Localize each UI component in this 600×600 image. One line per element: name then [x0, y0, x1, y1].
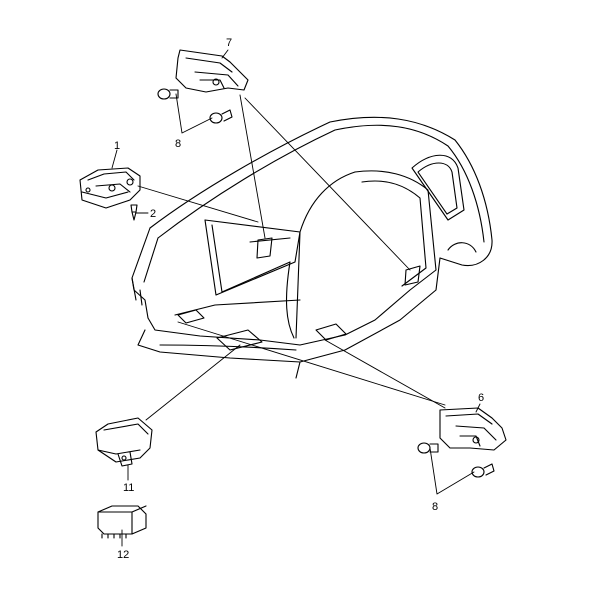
callout-2: 2	[150, 208, 156, 220]
callout-11: 11	[123, 482, 134, 494]
sensor-module-part-11	[95, 417, 153, 467]
front-sensor-mount-pad	[256, 237, 273, 259]
rear-sensor-mount-pad	[404, 265, 421, 286]
callout-6: 6	[478, 392, 484, 404]
bolt-part-8-top-a	[157, 88, 179, 100]
screw-part-2	[130, 204, 138, 221]
callout-7: 7	[226, 37, 232, 49]
control-unit-part-1	[79, 167, 141, 209]
callout-1: 1	[114, 140, 120, 152]
floor-mount-pad	[216, 329, 263, 351]
sill-mount-pad	[315, 323, 347, 341]
leader-lines	[111, 49, 481, 547]
relay-box-part-12	[97, 505, 147, 539]
bolt-part-8-bottom-a	[417, 442, 439, 454]
callout-8-top: 8	[175, 138, 181, 150]
crash-sensor-part-6	[439, 407, 507, 451]
car-body-shell	[131, 116, 493, 379]
crash-sensor-part-7	[175, 49, 249, 93]
front-sill-mount-pad	[177, 309, 205, 324]
bolt-part-8-bottom-b	[471, 463, 495, 478]
callout-12: 12	[117, 549, 129, 561]
bolt-part-8-top-b	[209, 109, 233, 124]
callout-8-bottom: 8	[432, 501, 438, 513]
